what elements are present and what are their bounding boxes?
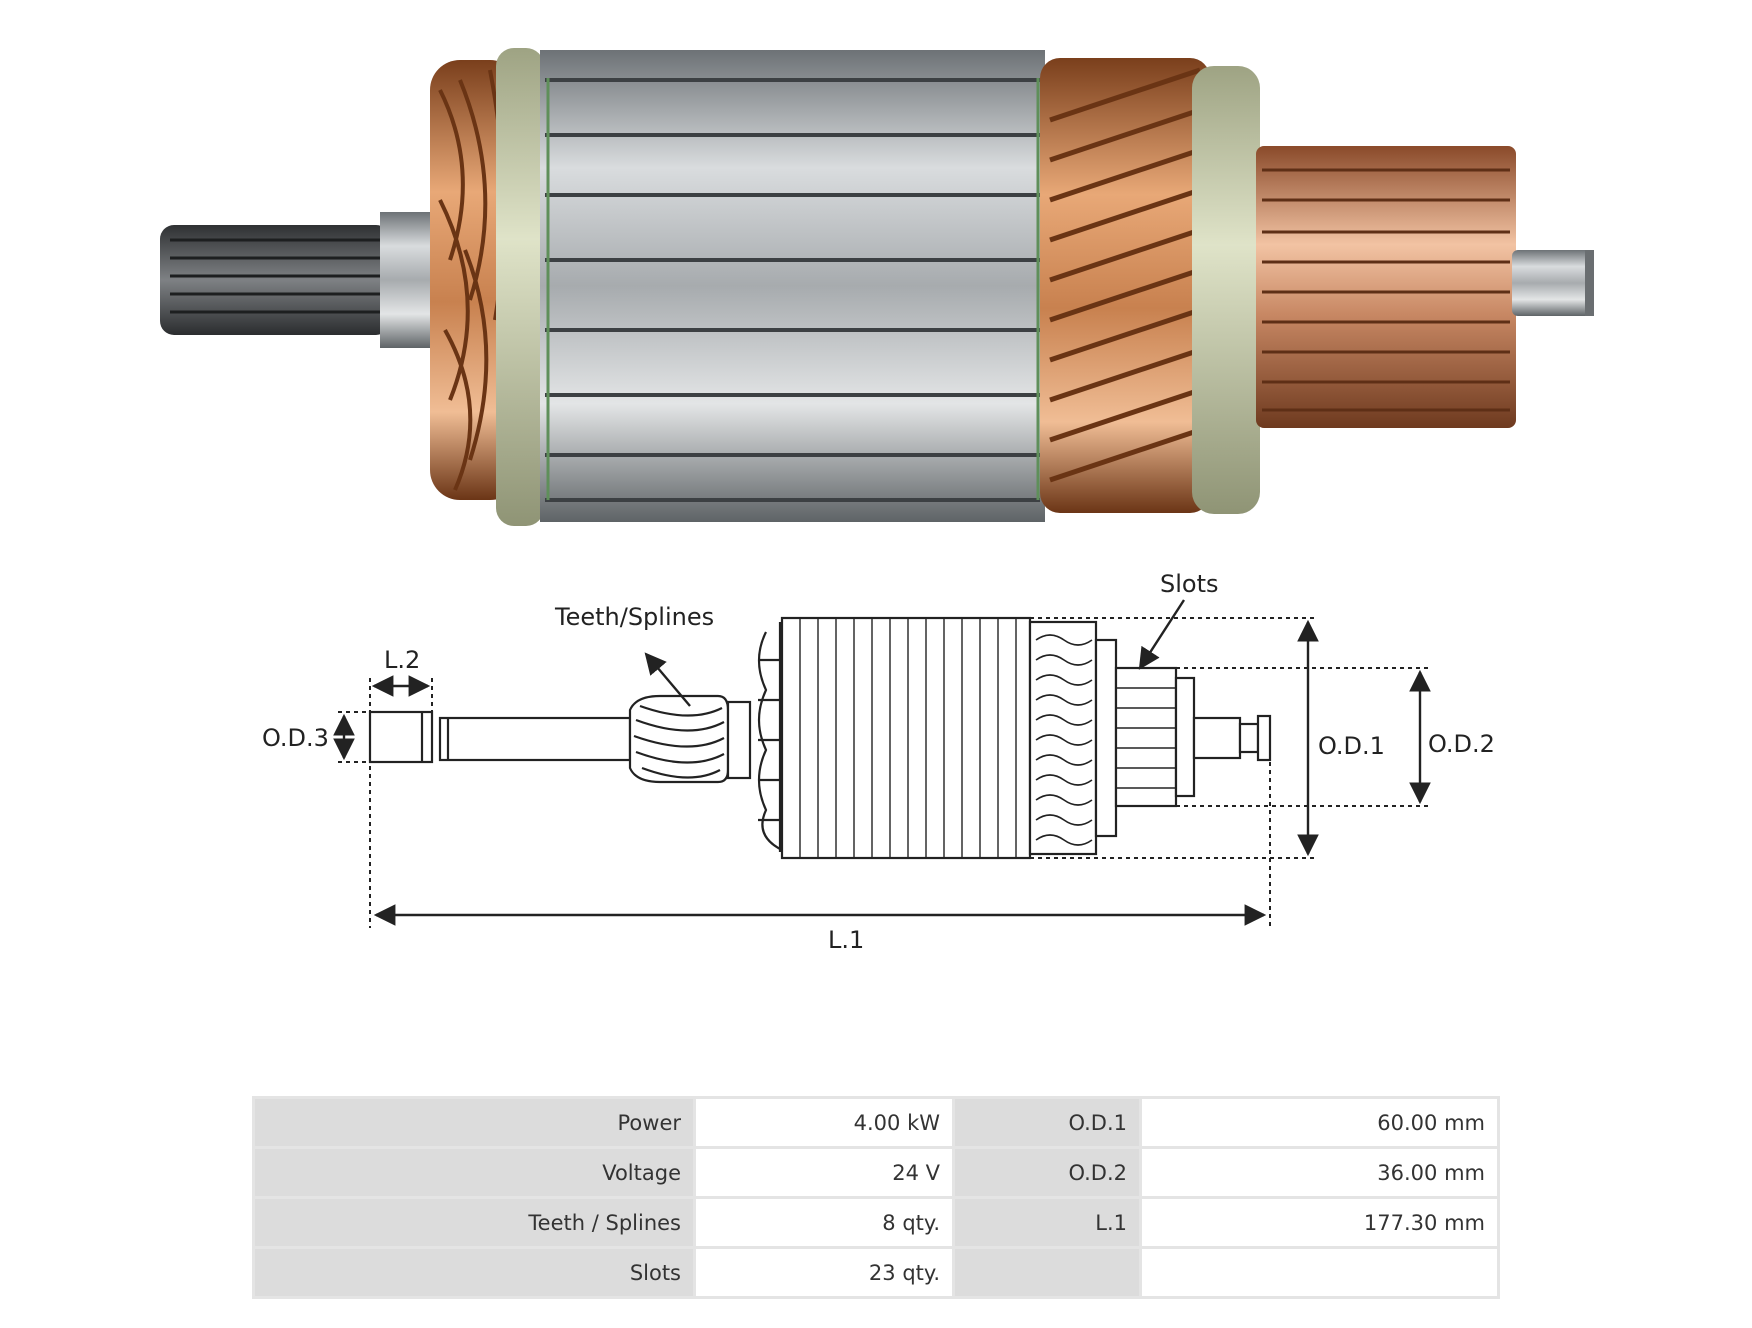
spec-value: 60.00 mm [1142,1099,1497,1146]
spec-key: Teeth / Splines [255,1199,693,1246]
teeth-splines-leader [644,652,691,707]
table-row: Slots 23 qty. [255,1249,1497,1296]
drawing-shaft [438,716,632,762]
table-row: Power 4.00 kW O.D.1 60.00 mm [255,1099,1497,1146]
spec-key: L.1 [955,1199,1139,1246]
commutator [1256,146,1516,428]
od3-label: O.D.3 [262,724,329,752]
armature-photo [160,48,1594,526]
drawing-rear-shaft [1192,714,1272,762]
laminated-core [540,50,1045,522]
table-row: Teeth / Splines 8 qty. L.1 177.30 mm [255,1199,1497,1246]
drawing-core [780,616,1032,860]
slots-leader [1138,599,1186,670]
spec-key: O.D.1 [955,1099,1139,1146]
front-insulation-ring [496,48,544,526]
od2-label: O.D.2 [1428,730,1495,758]
spec-value: 8 qty. [696,1199,952,1246]
drawing-front-windings [757,622,783,852]
od1-label: O.D.1 [1318,732,1385,760]
spec-value: 23 qty. [696,1249,952,1296]
spec-key: Power [255,1099,693,1146]
drawing-commutator [1114,666,1196,808]
rear-windings [1040,58,1210,513]
spec-value: 24 V [696,1149,952,1196]
table-row: Voltage 24 V O.D.2 36.00 mm [255,1149,1497,1196]
rear-insulation-ring [1192,66,1260,514]
spec-key: O.D.2 [955,1149,1139,1196]
dimension-diagram: Slots Teeth/Splines L.2 O.D.3 O.D.1 O.D.… [262,570,1495,954]
slots-label: Slots [1160,570,1219,598]
spec-key: Slots [255,1249,693,1296]
spec-key: Voltage [255,1149,693,1196]
spec-value: 177.30 mm [1142,1199,1497,1246]
spec-value: 36.00 mm [1142,1149,1497,1196]
rear-shaft [1512,250,1594,316]
teeth-splines-label: Teeth/Splines [554,603,714,631]
spec-key [955,1249,1139,1296]
drawing-splines [628,694,730,784]
specs-table: Power 4.00 kW O.D.1 60.00 mm Voltage 24 … [252,1096,1500,1299]
l1-label: L.1 [828,926,864,954]
drawing-rear-windings [1028,620,1098,856]
spec-value [1142,1249,1497,1296]
l2-label: L.2 [384,646,420,674]
spec-value: 4.00 kW [696,1099,952,1146]
